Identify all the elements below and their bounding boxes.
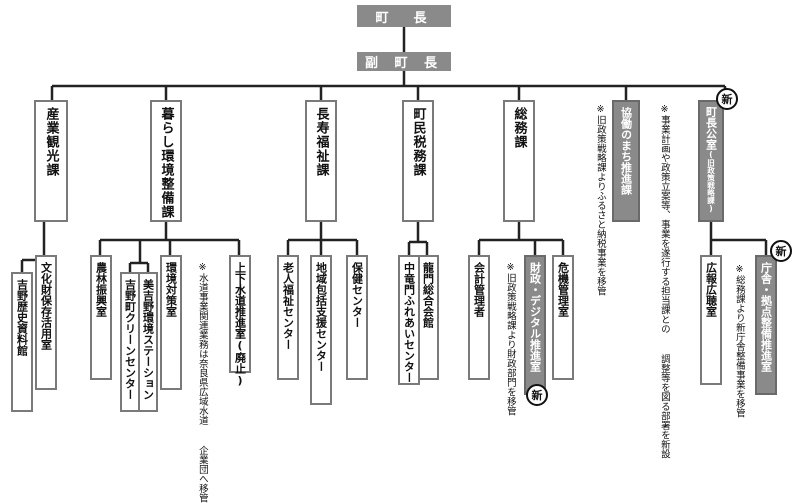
section-nourin-shinko: 農林振興室 bbox=[90, 255, 112, 380]
dept-chocho-koushitsu-former: (旧政策戦略課) bbox=[706, 150, 716, 213]
section-bunkazai: 文化財保存活用室 bbox=[35, 255, 57, 390]
section-ryumon-sogo-label: 龍門総合会館 bbox=[421, 262, 435, 328]
section-zaisei-digital-label: 財政・デジタル推進室 bbox=[528, 262, 542, 372]
mayor-label: 町 長 bbox=[375, 10, 433, 26]
section-zaisei-digital: 財政・デジタル推進室 bbox=[524, 255, 546, 395]
deputy-mayor-label: 副 町 長 bbox=[364, 56, 444, 71]
dept-sangyo-kanko: 産業観光課 bbox=[34, 100, 68, 222]
section-rekishi-shiryokan-label: 吉野歴史資料館 bbox=[15, 279, 29, 356]
section-hoken-center-label: 保健センター bbox=[350, 262, 364, 328]
section-ryumon-sogo: 龍門総合会館 bbox=[417, 255, 439, 380]
new-badge-zaisei: 新 bbox=[526, 384, 548, 406]
dept-soumu: 総務課 bbox=[503, 100, 535, 222]
dept-chouju-fukushi-label: 長寿福祉課 bbox=[313, 107, 329, 177]
new-badge-chousha: 新 bbox=[770, 240, 792, 262]
new-badge-chocho: 新 bbox=[716, 88, 738, 110]
section-kiki-kanri: 危機管理室 bbox=[552, 255, 574, 380]
section-jougesuido-label: 上下水道推進室(廃止) bbox=[233, 262, 247, 387]
dept-kyodo-machi: 協働のまち推進課 bbox=[612, 100, 640, 222]
dept-kyodo-machi-label: 協働のまち推進課 bbox=[619, 107, 633, 195]
section-kiki-kanri-label: 危機管理室 bbox=[556, 262, 570, 317]
dept-soumu-label: 総務課 bbox=[511, 107, 527, 149]
section-yoshino-kankyo-station: 美吉野環境ステーション bbox=[138, 272, 158, 412]
section-yoshino-kankyo-station-label: 美吉野環境ステーション bbox=[141, 279, 155, 400]
dept-chocho-koushitsu-label: 町長公室(旧政策戦略課) bbox=[704, 106, 718, 213]
mayor-box: 町 長 bbox=[357, 5, 451, 27]
dept-kurashi-kankyo-label: 暮らし環境整備課 bbox=[158, 107, 174, 219]
dept-sangyo-kanko-label: 産業観光課 bbox=[43, 107, 59, 177]
note-chousha: ※総務課より新庁舎整備事業を移管 bbox=[733, 264, 745, 418]
section-hoken-center: 保健センター bbox=[346, 255, 368, 380]
section-jougesuido-name: 上下水道推進室 bbox=[233, 262, 247, 339]
section-rekishi-shiryokan: 吉野歴史資料館 bbox=[11, 272, 33, 412]
section-roujin-fukushi: 老人福祉センター bbox=[277, 255, 299, 380]
dept-choumin-zeimu-label: 町民税務課 bbox=[410, 107, 426, 177]
connector-lines bbox=[20, 27, 768, 272]
section-jougesuido: 上下水道推進室(廃止) bbox=[229, 255, 251, 387]
section-kouhou-kouchou-label: 広報広聴室 bbox=[704, 262, 718, 317]
section-kaikei-kanrisha: 会計管理者 bbox=[468, 255, 490, 380]
note-zaisei: ※旧政策戦略課より財政部門を移管 bbox=[504, 262, 516, 416]
section-clean-center-label: 吉野町クリーンセンター bbox=[123, 279, 137, 400]
section-kaikei-kanrisha-label: 会計管理者 bbox=[472, 262, 486, 317]
section-chiiki-houkatsu: 地域包括支援センター bbox=[310, 255, 332, 405]
section-chousha-kyoten: 庁舎・拠点整備推進室 bbox=[755, 255, 777, 395]
note-chocho: ※事業計画や政策立案等、事業を遂行する担当課との 調整等を図る部署を新設 bbox=[658, 104, 670, 459]
section-chousha-kyoten-label: 庁舎・拠点整備推進室 bbox=[759, 262, 773, 372]
section-nourin-shinko-label: 農林振興室 bbox=[94, 262, 108, 317]
note-kyodo: ※旧政策戦略課よりふるさと納税事業を移管 bbox=[594, 104, 606, 296]
dept-chocho-koushitsu: 町長公室(旧政策戦略課) bbox=[698, 100, 724, 222]
note-suido: ※水道事業関連業務は奈良県広域水道 企業団へ移管 bbox=[196, 262, 208, 503]
section-clean-center: 吉野町クリーンセンター bbox=[120, 272, 140, 412]
section-nakasho-fureai-label: 中竜門ふれあいセンター bbox=[402, 262, 416, 383]
section-jougesuido-abolished: (廃止) bbox=[233, 339, 247, 387]
section-chiiki-houkatsu-label: 地域包括支援センター bbox=[314, 262, 328, 372]
section-kouhou-kouchou: 広報広聴室 bbox=[700, 255, 722, 385]
section-kankyo-taisaku-label: 環境対策室 bbox=[164, 262, 178, 317]
dept-chocho-koushitsu-name: 町長公室 bbox=[704, 106, 718, 150]
dept-chouju-fukushi: 長寿福祉課 bbox=[305, 100, 337, 222]
dept-kurashi-kankyo: 暮らし環境整備課 bbox=[150, 100, 182, 222]
section-bunkazai-label: 文化財保存活用室 bbox=[39, 262, 53, 350]
section-kankyo-taisaku: 環境対策室 bbox=[160, 255, 182, 390]
section-nakasho-fureai: 中竜門ふれあいセンター bbox=[398, 255, 420, 385]
deputy-mayor-box: 副 町 長 bbox=[357, 52, 451, 71]
dept-choumin-zeimu: 町民税務課 bbox=[402, 100, 434, 222]
section-roujin-fukushi-label: 老人福祉センター bbox=[281, 262, 295, 350]
